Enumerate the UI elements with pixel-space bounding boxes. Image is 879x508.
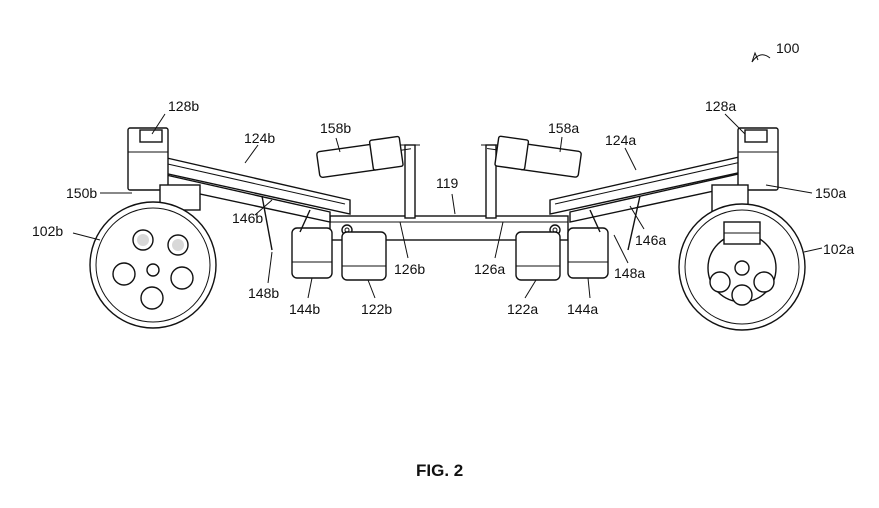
- label-150b: 150b: [66, 185, 97, 201]
- label-144b: 144b: [289, 301, 320, 317]
- label-126b: 126b: [394, 261, 425, 277]
- label-146a: 146a: [635, 232, 666, 248]
- reference-labels: 100 128b 128a 124b 124a 158b 158a 150b 1…: [32, 40, 854, 317]
- leader-lines: [72, 51, 823, 299]
- label-128b: 128b: [168, 98, 199, 114]
- label-158b: 158b: [320, 120, 351, 136]
- label-126a: 126a: [474, 261, 505, 277]
- label-124b: 124b: [244, 130, 275, 146]
- label-122b: 122b: [361, 301, 392, 317]
- left-arm-assembly: [127, 127, 412, 281]
- label-102b: 102b: [32, 223, 63, 239]
- label-124a: 124a: [605, 132, 636, 148]
- wheel-102a: [678, 203, 806, 331]
- label-146b: 146b: [232, 210, 263, 226]
- label-158a: 158a: [548, 120, 579, 136]
- label-144a: 144a: [567, 301, 598, 317]
- wheel-102b: [89, 201, 217, 329]
- label-128a: 128a: [705, 98, 736, 114]
- label-119: 119: [436, 175, 459, 191]
- label-100: 100: [776, 40, 800, 56]
- label-102a: 102a: [823, 241, 854, 257]
- label-148b: 148b: [248, 285, 279, 301]
- label-148a: 148a: [614, 265, 645, 281]
- label-122a: 122a: [507, 301, 538, 317]
- label-150a: 150a: [815, 185, 846, 201]
- right-arm-assembly: [487, 127, 779, 281]
- figure-caption: FIG. 2: [416, 461, 463, 480]
